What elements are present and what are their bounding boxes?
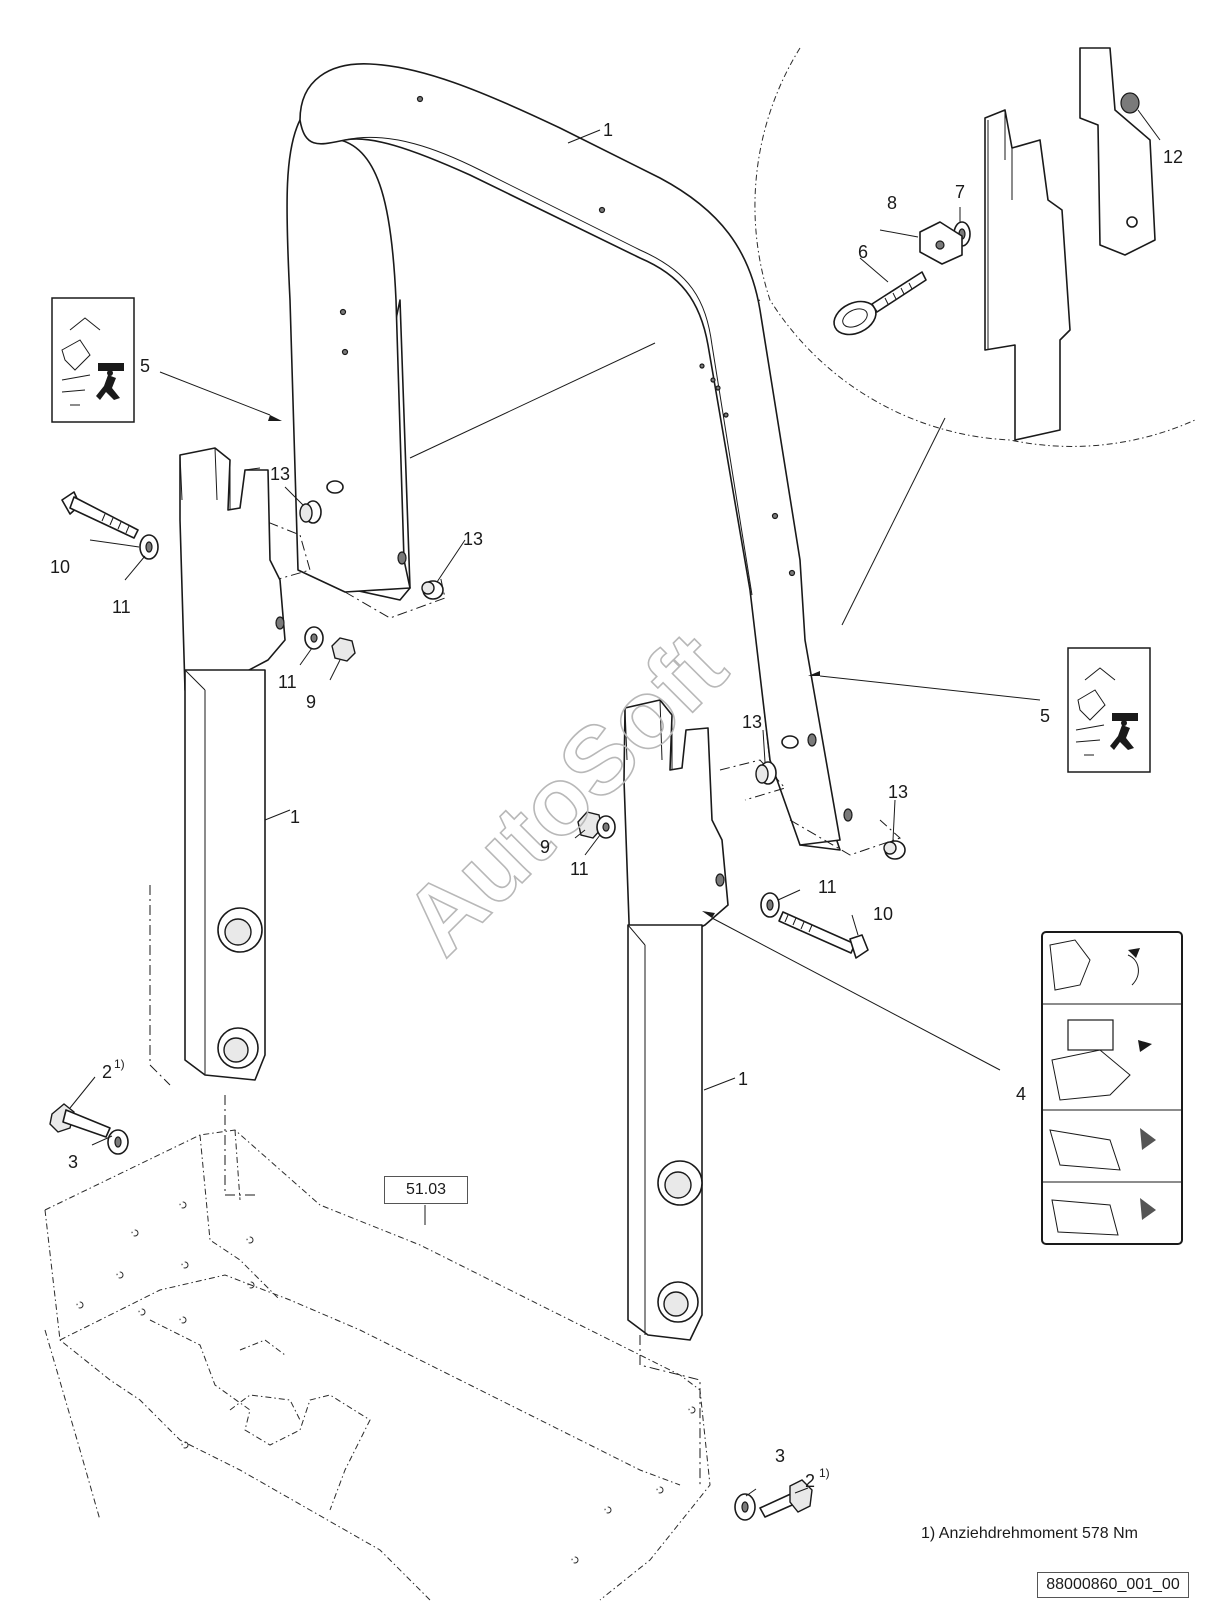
callout-5-right: 5 [1040,706,1050,726]
callout-11-left: 11 [112,597,131,617]
bushing-13-d [883,840,906,860]
drawing-number: 88000860_001_00 [1037,1572,1189,1598]
callout-12: 12 [1163,147,1183,167]
callout-3-right: 3 [775,1446,785,1466]
callout-1-left: 1 [290,807,300,827]
callout-11-mid-right: 11 [570,859,589,879]
washer-3-left [107,1129,129,1155]
callout-1-right: 1 [738,1069,748,1089]
decal-5-right [1067,647,1151,773]
bolt-10-right [778,911,869,959]
callout-4: 4 [1016,1084,1026,1104]
left-upright [179,447,286,1081]
callout-9-left: 9 [306,692,316,712]
callout-10-left: 10 [50,557,70,577]
washer-3-right [734,1493,756,1521]
callout-8: 8 [887,193,897,213]
leader-lines [69,109,1161,1497]
callout-13-c: 13 [742,712,762,732]
roll-bar-upper [286,63,853,851]
callout-1-top: 1 [603,120,613,140]
callout-2-left: 2 [102,1062,112,1082]
bushing-13-b [421,580,444,600]
washer-11-mid-right [596,815,616,839]
callout-5-left: 5 [140,356,150,376]
callout-3-left: 3 [68,1152,78,1172]
decal-4-instructions [1041,931,1183,1245]
decal-5-left [51,297,135,423]
bolt-10-left [61,491,139,539]
callout-2-right: 2 [805,1471,815,1491]
machine-base-frame [44,1129,711,1601]
washer-11-right [760,892,780,918]
detail-view-circle [409,47,1196,626]
callout-2-right-footnote-marker: 1) [819,1466,830,1480]
bushing-13-c [755,761,777,785]
callout-13-d: 13 [888,782,908,802]
callout-9-right: 9 [540,837,550,857]
washer-11-left [139,534,159,560]
right-upright [623,699,729,1341]
bolt-2-left [49,1103,111,1138]
callout-10-right: 10 [873,904,893,924]
callout-11-mid-left: 11 [278,672,297,692]
footnote-torque: 1) Anziehdrehmoment 578 Nm [921,1525,1138,1542]
nut-9-left [331,637,356,662]
callout-13-b: 13 [463,529,483,549]
callout-11-right: 11 [818,877,837,897]
bushing-13-a [299,500,322,524]
callout-13-a: 13 [270,464,290,484]
callout-6: 6 [858,242,868,262]
bolt-2-right [759,1479,813,1518]
callout-2-left-footnote-marker: 1) [114,1057,125,1071]
callout-7: 7 [955,182,965,202]
washer-11-mid-left [304,626,324,650]
reference-box-51-03: 51.03 [384,1176,468,1204]
